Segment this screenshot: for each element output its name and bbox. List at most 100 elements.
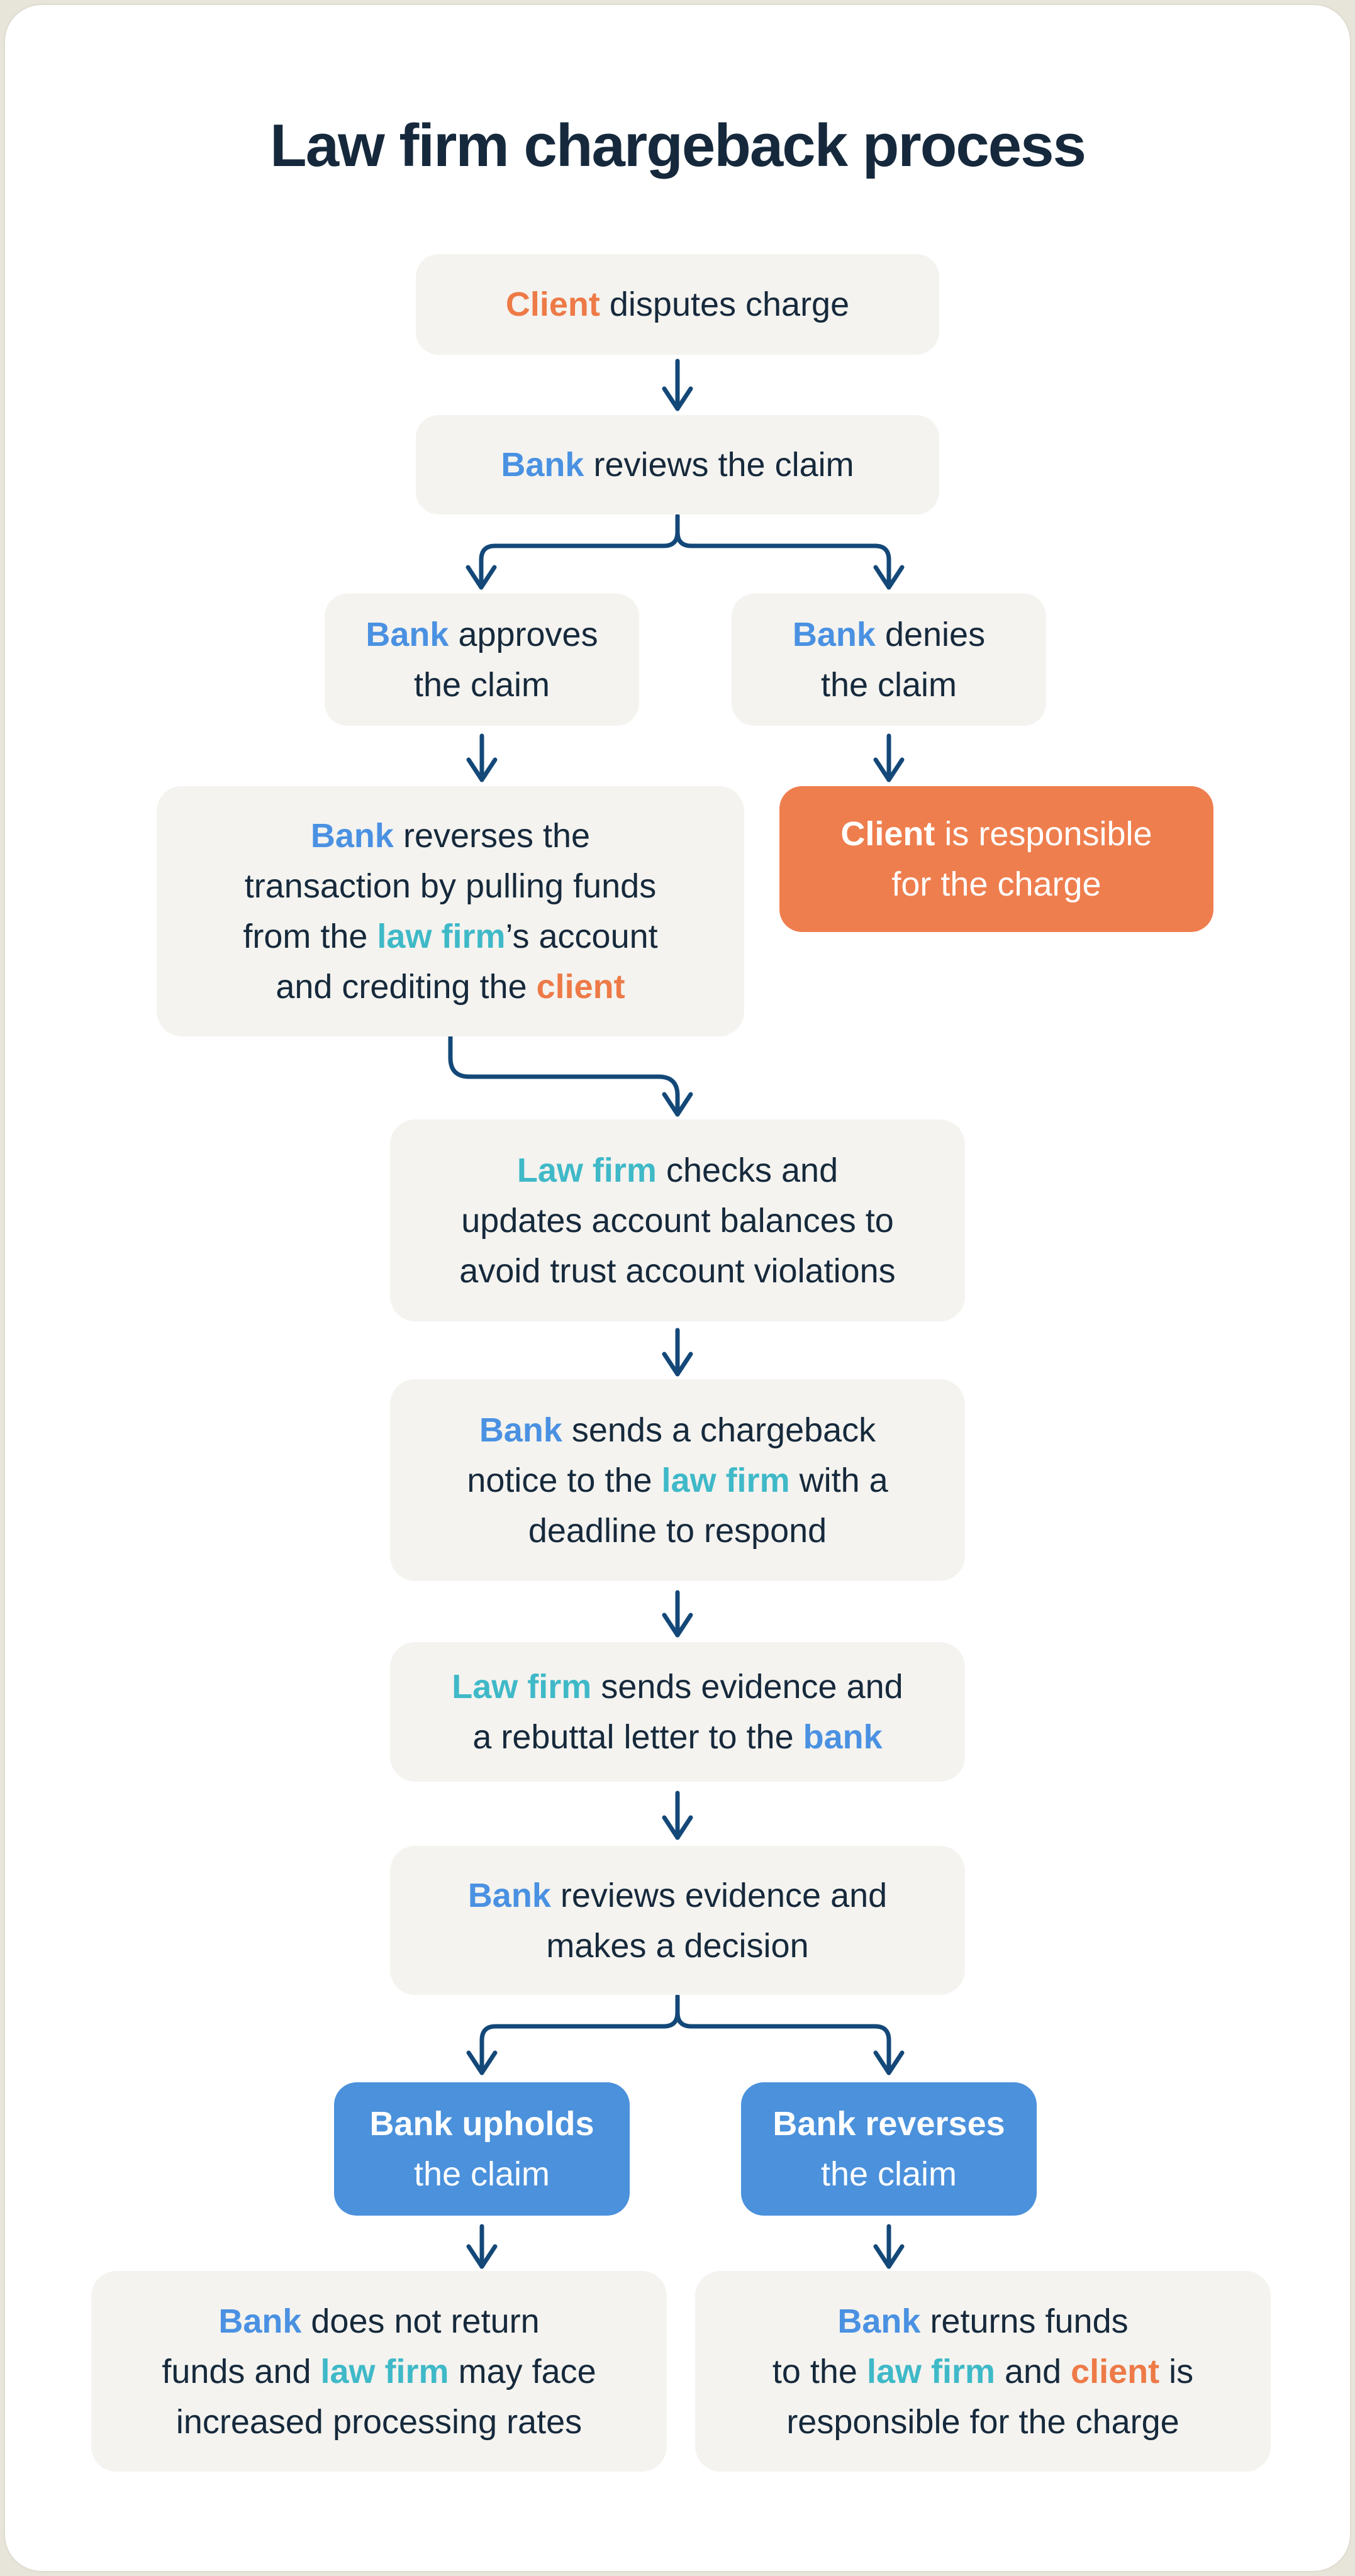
node-text-line: Bank upholds — [369, 2099, 594, 2149]
node-text-segment: Bank — [501, 446, 584, 484]
node-text-segment: is responsible — [935, 815, 1152, 853]
node-text-line: Client disputes charge — [506, 279, 849, 330]
node-text-segment: increased processing rates — [176, 2402, 583, 2441]
node-text-segment: Bank — [310, 817, 394, 855]
node-text-segment: Bank upholds — [369, 2105, 594, 2143]
node-bank-denies-claim: Bank denies the claim — [732, 594, 1046, 726]
node-text-segment: Client — [840, 815, 935, 853]
node-text-line: Law firm checks and — [517, 1145, 838, 1196]
split-decision-to-uphold-reverse — [466, 1994, 905, 2075]
node-text-segment: law firm — [866, 2352, 995, 2390]
node-text-segment: deadline to respond — [528, 1511, 827, 1550]
elbow-reverse-transaction-to-lawfirm-checks — [448, 1034, 693, 1117]
node-text-line: Client is responsible — [840, 809, 1152, 859]
node-text-line: funds and law firm may face — [162, 2346, 596, 2397]
node-text-line: the claim — [414, 2149, 550, 2199]
node-text-segment: Bank — [837, 2302, 921, 2340]
arrow-reverse-to-returns-funds — [873, 2224, 905, 2269]
page-title: Law firm chargeback process — [270, 112, 1086, 179]
node-text-line: Bank reviews evidence and — [468, 1870, 887, 1921]
node-text-line: the claim — [821, 2149, 957, 2199]
node-text-segment: with a — [789, 1461, 888, 1499]
node-text-segment: to the — [772, 2352, 867, 2390]
node-text-segment: the claim — [413, 666, 550, 704]
node-text-segment: approves — [449, 616, 598, 653]
node-client-disputes-charge: Client disputes charge — [416, 254, 939, 355]
node-text-segment: is — [1159, 2352, 1194, 2390]
node-text-line: Bank returns funds — [837, 2296, 1128, 2346]
node-text-line: responsible for the charge — [786, 2397, 1179, 2447]
node-text-segment: updates account balances to — [461, 1201, 894, 1240]
node-text-line: Bank reviews the claim — [501, 440, 854, 490]
node-text-line: Bank reverses the — [311, 811, 590, 861]
node-bank-sends-chargeback-notice: Bank sends a chargeback notice to the law… — [390, 1379, 965, 1581]
node-text-segment: from the — [243, 918, 377, 955]
node-text-segment: law firm — [661, 1461, 790, 1499]
node-text-segment: disputes charge — [599, 286, 850, 323]
node-text-segment: Law firm — [452, 1668, 592, 1706]
node-text-segment: notice to the — [467, 1461, 662, 1499]
node-text-segment: Bank reverses — [772, 2105, 1005, 2143]
arrow-checks-to-notice — [662, 1328, 693, 1377]
node-lawfirm-checks-balances: Law firm checks and updates account balan… — [390, 1119, 965, 1321]
node-text-segment: the claim — [820, 666, 957, 704]
arrow-deny-to-client-responsible — [873, 733, 905, 782]
node-text-line: updates account balances to — [461, 1196, 894, 1246]
node-text-line: avoid trust account violations — [459, 1246, 895, 1296]
node-text-segment: Law firm — [516, 1151, 657, 1189]
node-text-line: a rebuttal letter to the bank — [472, 1712, 882, 1762]
node-bank-upholds-claim: Bank upholds the claim — [334, 2082, 630, 2216]
node-text-segment: funds and — [162, 2352, 321, 2390]
arrow-approve-to-reverse-transaction — [466, 733, 498, 782]
node-text-line: Law firm sends evidence and — [452, 1662, 903, 1712]
node-text-segment: denies — [875, 616, 986, 653]
node-text-segment: law firm — [377, 918, 506, 955]
node-text-segment: and — [995, 2352, 1071, 2390]
node-text-segment: ’s account — [505, 918, 658, 955]
node-text-segment: law firm — [320, 2352, 449, 2390]
node-text-segment: makes a decision — [546, 1926, 809, 1965]
node-text-line: transaction by pulling funds — [245, 861, 656, 911]
arrow-dispute-to-review — [662, 358, 693, 411]
node-text-segment: the claim — [820, 2155, 957, 2193]
node-text-segment: the claim — [413, 2155, 550, 2193]
node-text-segment: responsible for the charge — [786, 2402, 1179, 2441]
node-text-segment: Bank — [467, 1876, 551, 1914]
split-review-to-approve-deny — [466, 513, 905, 590]
node-text-segment: reviews the claim — [584, 446, 854, 484]
node-text-segment: Client — [505, 286, 600, 323]
node-text-line: makes a decision — [546, 1921, 808, 1971]
node-text-line: Bank denies — [793, 609, 985, 660]
node-text-segment: bank — [803, 1718, 883, 1756]
node-text-segment: Bank — [218, 2302, 302, 2340]
node-text-segment: and crediting the — [276, 968, 537, 1006]
node-text-line: Bank does not return — [218, 2296, 539, 2346]
node-bank-approves-claim: Bank approves the claim — [325, 594, 639, 726]
node-text-segment: Bank — [479, 1411, 562, 1449]
node-text-line: increased processing rates — [176, 2397, 582, 2447]
node-text-segment: reviews evidence and — [550, 1876, 888, 1914]
node-text-line: Bank approves — [365, 609, 598, 660]
node-text-segment: a rebuttal letter to the — [472, 1718, 803, 1756]
node-text-line: for the charge — [891, 859, 1101, 909]
node-text-segment: Bank — [792, 616, 876, 653]
node-text-segment: Bank — [365, 616, 449, 653]
arrow-notice-to-evidence — [662, 1590, 693, 1638]
node-text-segment: client — [536, 968, 625, 1006]
node-text-line: the claim — [414, 660, 550, 710]
node-text-segment: does not return — [301, 2302, 540, 2340]
node-text-segment: returns funds — [920, 2302, 1129, 2340]
node-text-segment: may face — [449, 2352, 596, 2390]
node-text-line: to the law firm and client is — [772, 2346, 1193, 2397]
arrow-uphold-to-no-return — [466, 2224, 498, 2269]
node-text-segment: client — [1071, 2352, 1160, 2390]
node-text-segment: reverses the — [393, 817, 591, 855]
arrow-evidence-to-review-decision — [662, 1790, 693, 1840]
node-text-line: Bank sends a chargeback — [479, 1405, 876, 1455]
